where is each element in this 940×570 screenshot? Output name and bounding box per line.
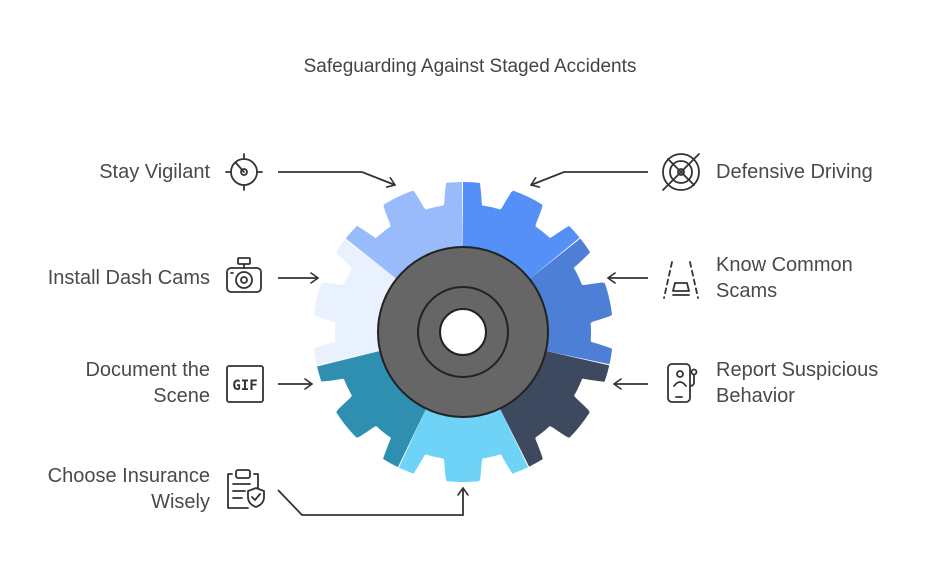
- gear-segment-know-common-scams: [529, 238, 613, 365]
- gear-segment-defensive-driving: [463, 182, 580, 280]
- arrow-choose-insurance: [277, 486, 469, 516]
- gear-segment-stay-vigilant: [345, 182, 463, 280]
- gif-icon: GIF: [226, 365, 264, 403]
- gear-segment-report-suspicious: [499, 350, 610, 467]
- dash-cam-icon: [226, 257, 262, 293]
- label-install-dash-cams: Install Dash Cams: [47, 267, 210, 289]
- gear-segment-install-dash-cams: [313, 239, 397, 366]
- label-choose-insurance: Choose Insurance Wisely: [47, 465, 210, 513]
- arrow-stay-vigilant: [278, 171, 397, 188]
- diagram-title: Safeguarding Against Staged Accidents: [303, 56, 637, 77]
- no-steering-wheel-icon: [662, 153, 700, 191]
- label-defensive-driving: Defensive Driving: [716, 161, 873, 183]
- label-stay-vigilant: Stay Vigilant: [99, 161, 210, 183]
- label-know-common-scams: Know Common Scams: [716, 254, 853, 302]
- svg-text:GIF: GIF: [232, 378, 257, 394]
- gear-segment-choose-insurance: [398, 408, 529, 482]
- gear-axle-hole: [439, 308, 487, 356]
- gear-segment-document-scene: [317, 350, 427, 468]
- clipboard-shield-icon: [227, 469, 265, 509]
- phone-report-icon: [667, 363, 698, 403]
- radar-icon: [225, 153, 263, 191]
- label-document-scene: Document the Scene: [85, 359, 210, 407]
- gear: [313, 182, 613, 482]
- label-report-suspicious: Report Suspicious Behavior: [716, 359, 879, 407]
- arrow-defensive-driving: [529, 171, 648, 188]
- road-car-icon: [663, 261, 699, 299]
